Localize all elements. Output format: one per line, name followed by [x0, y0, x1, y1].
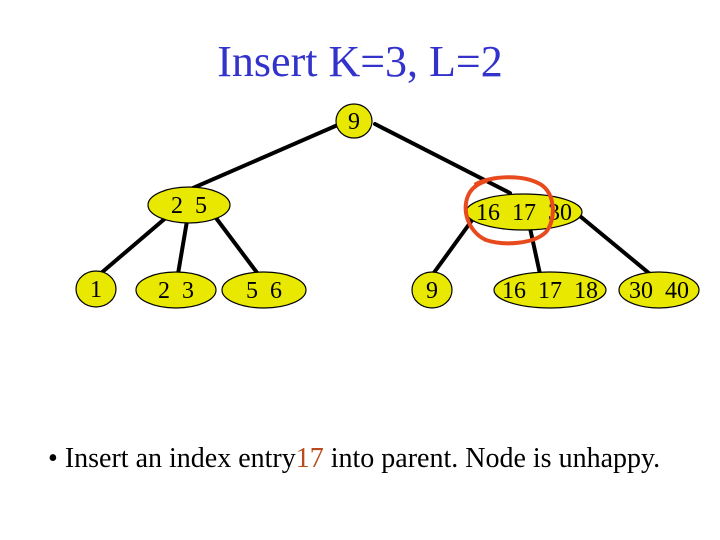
leaf-node-4: 9 [411, 271, 453, 309]
internal-node-left-shape [147, 186, 231, 224]
bullet-marker: • [48, 443, 58, 474]
leaf-node-5-shape [493, 271, 607, 309]
bullet-text-end: into parent. Node is unhappy. [323, 443, 661, 474]
edge-root-to-left [168, 122, 342, 200]
leaf-node-5-label: 16 17 18 [502, 278, 598, 304]
leaf-node-2-label: 2 3 [158, 278, 194, 304]
edge-left-to-leaf-2 [176, 213, 190, 276]
leaf-node-6-label: 30 40 [629, 278, 689, 304]
leaf-node-6: 30 40 [618, 271, 700, 309]
bullet-point: • Insert an index entry17 into parent. N… [48, 443, 718, 475]
internal-node-right-label: 16 17 30 [476, 200, 572, 226]
leaf-node-5: 16 17 18 [493, 271, 607, 309]
leaf-node-3-label: 5 6 [246, 278, 282, 304]
tree-edges [98, 122, 652, 276]
leaf-node-3: 5 6 [221, 271, 307, 309]
edge-right-to-leaf-6 [573, 210, 652, 276]
edge-left-to-leaf-1 [98, 208, 177, 276]
edge-root-to-right [373, 122, 512, 195]
bullet-text: Insert an index entry [64, 443, 296, 474]
highlight-circle [463, 175, 555, 246]
leaf-node-3-shape [221, 271, 307, 309]
leaf-node-4-shape [411, 271, 453, 309]
leaf-node-1-shape [75, 270, 117, 308]
leaf-node-2: 2 3 [135, 271, 217, 309]
leaf-node-1: 1 [75, 270, 117, 308]
internal-node-left-label: 2 5 [171, 193, 207, 219]
leaf-node-2-shape [135, 271, 217, 309]
internal-node-left: 2 5 [147, 186, 231, 224]
leaf-node-6-shape [618, 271, 700, 309]
root-node-shape [335, 103, 373, 139]
edge-right-to-leaf-4 [431, 210, 480, 276]
root-node: 9 [335, 103, 373, 139]
bullet-highlight-value: 17 [295, 443, 324, 474]
leaf-node-4-label: 9 [426, 278, 438, 304]
root-node-label: 9 [348, 109, 360, 135]
slide-title: Insert K=3, L=2 [217, 37, 503, 86]
edge-left-to-leaf-3 [208, 208, 260, 276]
edge-right-to-leaf-5 [528, 226, 542, 276]
internal-node-right: 16 17 30 [465, 193, 583, 231]
leaf-node-1-label: 1 [90, 277, 102, 303]
